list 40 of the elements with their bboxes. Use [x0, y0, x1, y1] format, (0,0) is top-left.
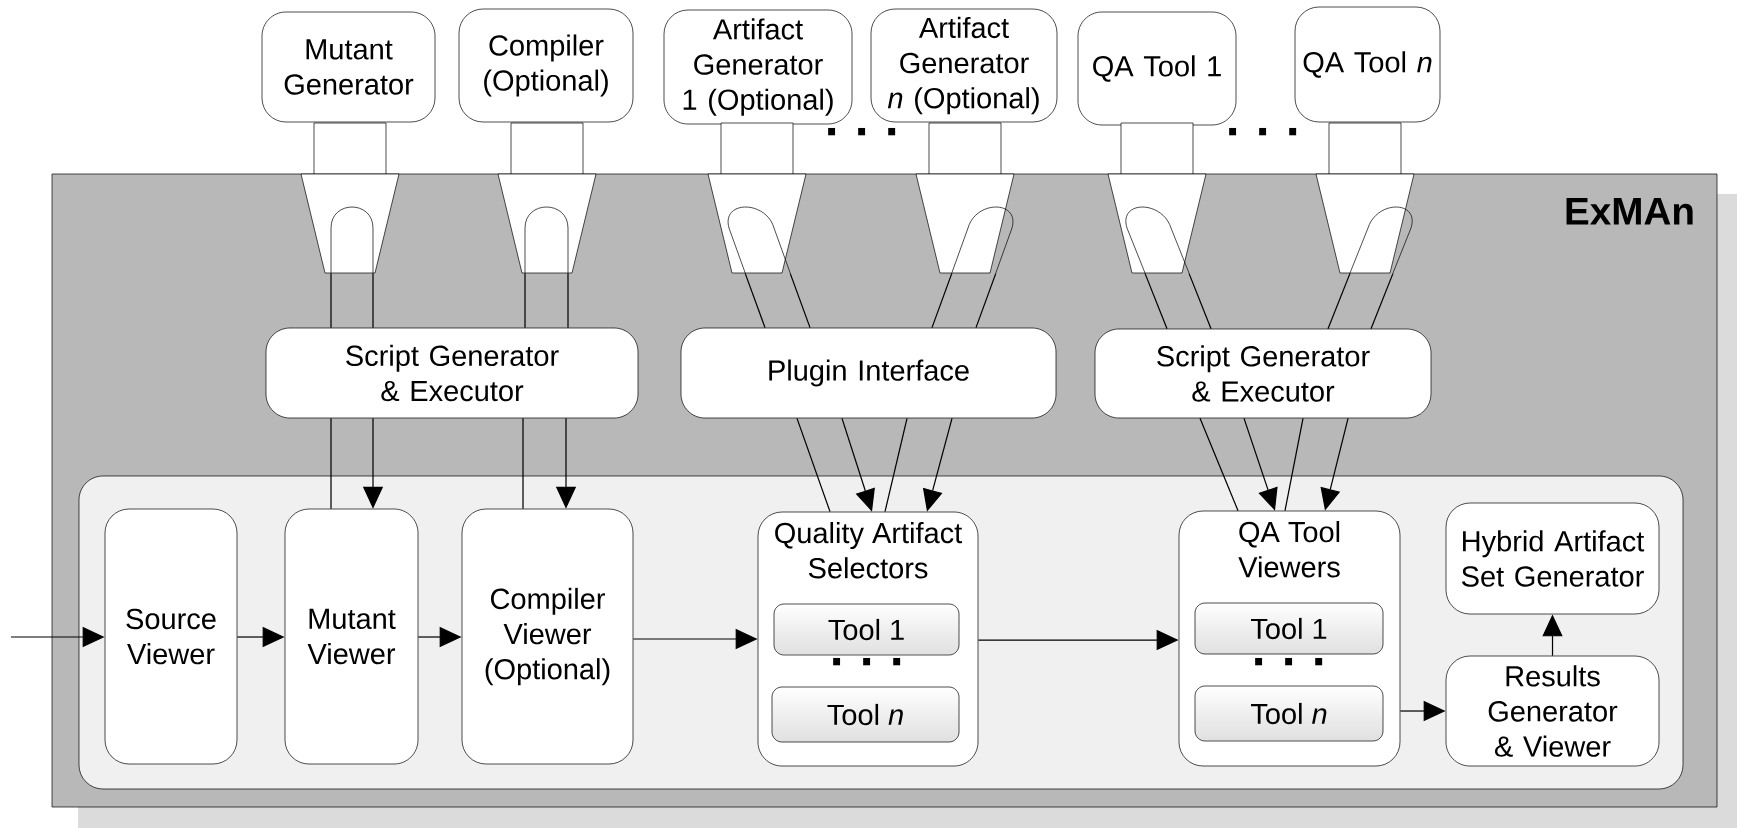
connector-line: [330, 417, 332, 510]
process-box: Compiler Viewer (Optional): [461, 508, 634, 765]
connector-line: [1284, 417, 1304, 512]
connector-line: [884, 417, 908, 513]
tool-box: Tool 1: [1194, 602, 1384, 655]
connector-line: [1188, 272, 1212, 330]
connector-line: [796, 417, 831, 513]
plug-connector: [1315, 122, 1415, 274]
connector-line: [522, 417, 524, 510]
connector-line: [1144, 272, 1168, 330]
tool-box: Tool n: [771, 686, 960, 743]
connector-line: [1327, 272, 1351, 330]
connector-line: [372, 272, 374, 329]
ellipsis: · · ·: [1229, 127, 1297, 136]
connector-line: [975, 272, 997, 329]
plug-connector: [915, 122, 1015, 274]
process-box: Hybrid Artifact Set Generator: [1445, 502, 1660, 615]
connector-line: [1199, 417, 1239, 512]
ellipsis: · · ·: [833, 657, 901, 666]
plug-connector: [1107, 122, 1207, 274]
process-box: Results Generator & Viewer: [1445, 655, 1660, 767]
process-box: Source Viewer: [104, 508, 238, 765]
plug-connector: [707, 122, 807, 274]
connector-line: [330, 272, 332, 329]
process-box: Script Generator & Executor: [1094, 328, 1432, 419]
process-box: Script Generator & Executor: [265, 327, 639, 419]
connector-line: [744, 272, 766, 329]
ellipsis: · · ·: [828, 127, 896, 136]
connector-line: [1370, 272, 1394, 330]
process-box: Mutant Viewer: [284, 508, 419, 765]
connector-line: [789, 272, 811, 329]
connector-line: [524, 272, 526, 329]
tool-box: Tool n: [1194, 685, 1384, 742]
connector-line: [931, 272, 953, 329]
ellipsis: · · ·: [1255, 657, 1323, 666]
tool-box: Tool 1: [773, 603, 960, 656]
process-box: Plugin Interface: [680, 327, 1057, 419]
connector-line: [567, 272, 569, 329]
plug-connector: [497, 122, 597, 274]
plug-connector: [300, 122, 400, 274]
